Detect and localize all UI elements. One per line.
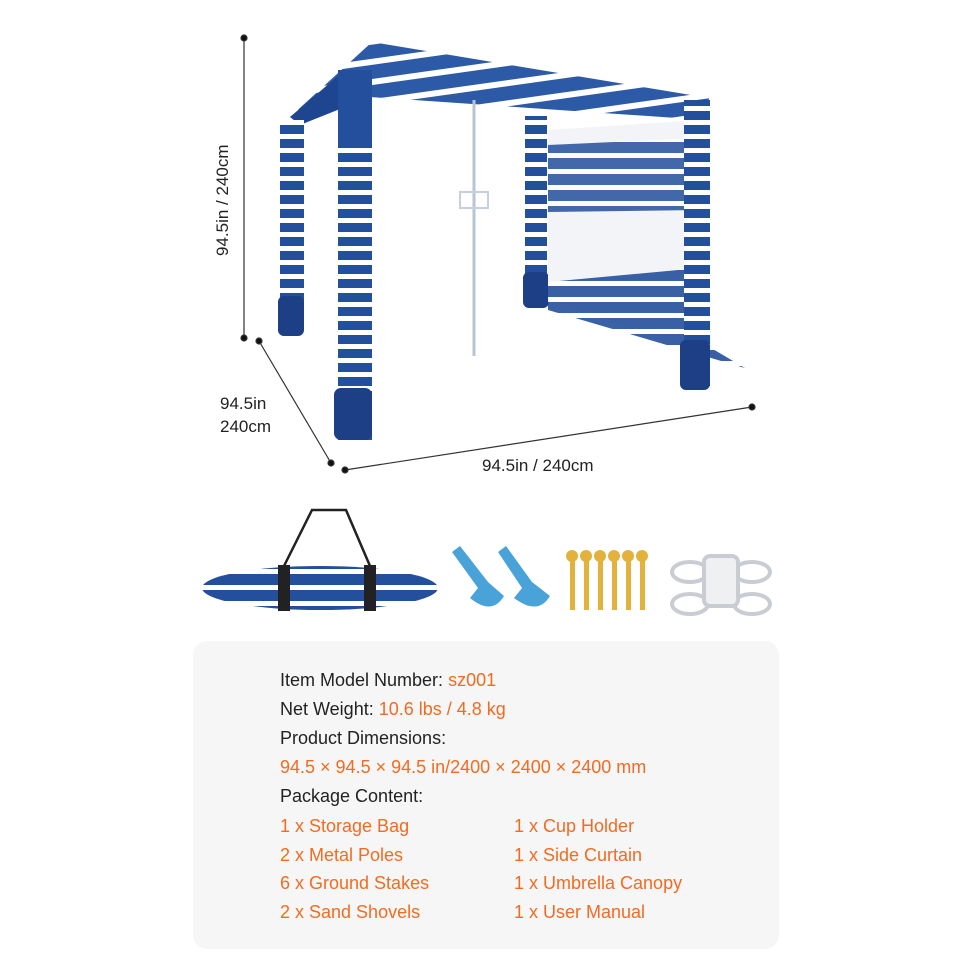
dimension-lines	[240, 34, 756, 474]
depth-in: 94.5in	[220, 394, 267, 413]
net-weight-value: 10.6 lbs / 4.8 kg	[378, 699, 506, 719]
package-item: 1 x Umbrella Canopy	[514, 873, 683, 893]
depth-cm: 240cm	[220, 416, 272, 436]
sand-shovels-image	[452, 546, 550, 607]
package-item: 1 x Cup Holder	[514, 816, 635, 836]
package-item: 1 x Storage Bag	[280, 816, 410, 836]
model-number-line: Item Model Number: sz001	[280, 670, 496, 691]
package-item: 2 x Sand Shovels	[280, 901, 421, 922]
width-dimension-label: 94.5in / 240cm	[482, 456, 594, 475]
package-item: 1 x User Manual	[514, 901, 646, 922]
cup-holder-image	[670, 554, 772, 616]
dimensions-value: 94.5 × 94.5 × 94.5 in/2400 × 2400 × 2400…	[280, 757, 647, 777]
package-item: 6 x Ground Stakes	[280, 873, 430, 893]
model-number-label: Item Model Number:	[280, 670, 449, 690]
dimensions-label: Product Dimensions:	[280, 728, 447, 748]
package-list-left: 1 x Storage Bag 2 x Metal Poles 6 x Grou…	[280, 812, 429, 926]
depth-dimension-label: 94.5in 240cm	[220, 393, 271, 439]
package-list-right: 1 x Cup Holder 1 x Side Curtain 1 x Umbr…	[514, 812, 682, 926]
package-item: 1 x Side Curtain	[514, 844, 643, 865]
height-dimension-label: 94.5in / 240cm	[213, 144, 232, 256]
package-item: 2 x Metal Poles	[280, 844, 404, 865]
package-content-label: Package Content:	[280, 786, 424, 806]
net-weight-line: Net Weight: 10.6 lbs / 4.8 kg	[280, 699, 506, 720]
beach-cabana	[278, 42, 745, 440]
ground-stakes-image	[566, 550, 648, 610]
product-illustration	[202, 34, 772, 616]
net-weight-label: Net Weight:	[280, 699, 379, 719]
model-number-value: sz001	[448, 670, 497, 690]
specifications-card: Item Model Number: sz001 Net Weight: 10.…	[193, 641, 779, 949]
storage-bag-image	[202, 508, 438, 611]
